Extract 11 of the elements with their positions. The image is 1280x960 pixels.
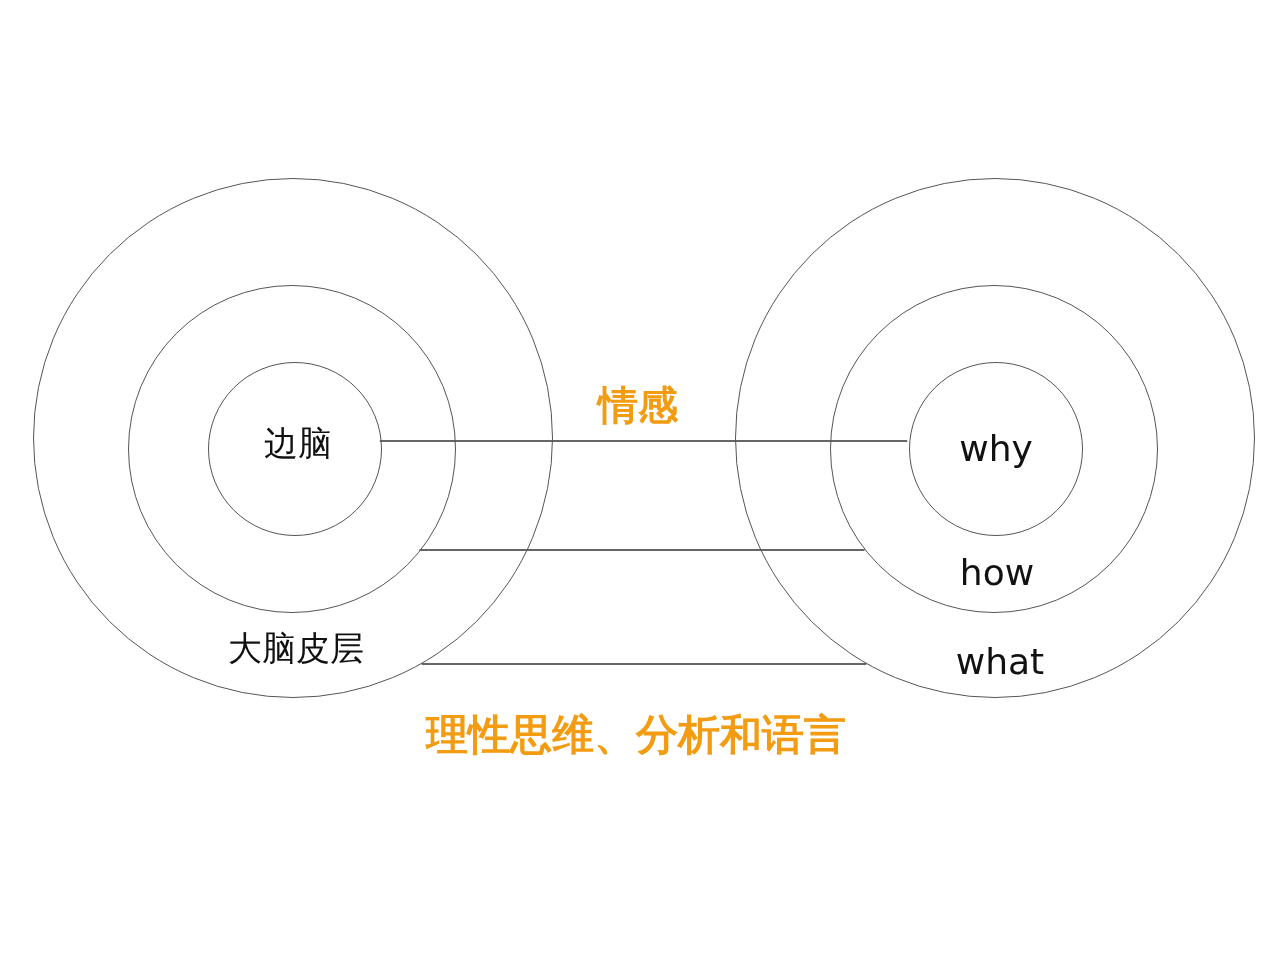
circle xyxy=(33,178,553,698)
circle-label: why xyxy=(959,427,1033,469)
circle-label: 大脑皮层 xyxy=(228,627,364,670)
caption-text: 理性思维、分析和语言 xyxy=(426,709,846,761)
circle-label: what xyxy=(955,640,1045,682)
connector-line xyxy=(420,663,868,665)
circle-label: how xyxy=(959,551,1035,593)
connector-line xyxy=(418,549,866,551)
circle-label: 边脑 xyxy=(264,422,332,465)
connector-line xyxy=(379,440,908,442)
caption-text: 情感 xyxy=(598,380,678,430)
